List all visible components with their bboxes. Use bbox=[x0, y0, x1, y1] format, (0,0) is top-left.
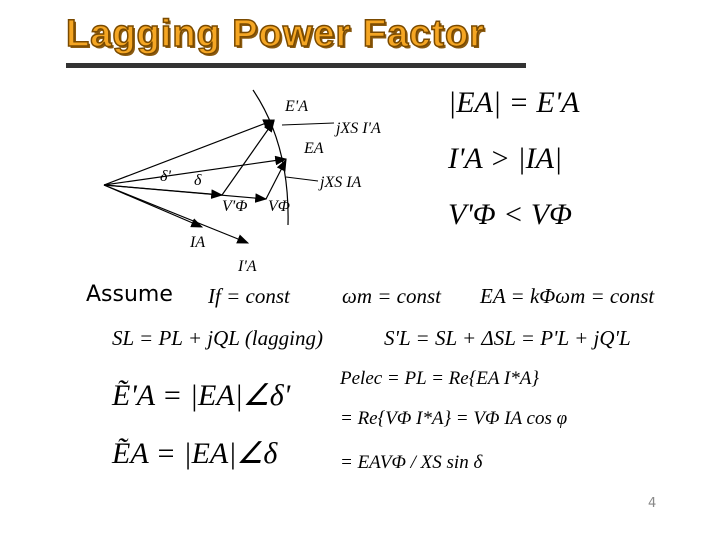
label-delta: δ bbox=[194, 172, 202, 189]
label-delta-prime: δ' bbox=[160, 168, 171, 185]
label-ia: IA bbox=[190, 234, 206, 251]
jxs-ia-prime-vector bbox=[221, 120, 275, 196]
eq-pelec-sin: = EAVΦ / XS sin δ bbox=[340, 452, 483, 473]
eq-pelec: Pelec = PL = Re{EA I*A} bbox=[340, 368, 539, 389]
eq-if-const: If = const bbox=[208, 284, 290, 308]
eq-ea-const: EA = kΦωm = const bbox=[480, 284, 655, 308]
ea-locus-arc bbox=[252, 89, 289, 226]
eq-ia-compare: I'A > |IA| bbox=[448, 142, 563, 175]
eq-sl-prime: S'L = SL + ΔSL = P'L + jQ'L bbox=[384, 326, 631, 350]
eq-ea-magnitude: |EA| = E'A bbox=[448, 86, 580, 119]
label-jxs-ia: jXS IA bbox=[320, 174, 362, 191]
label-jxs-ia-prime: jXS I'A bbox=[336, 120, 381, 137]
label-ia-prime: I'A bbox=[238, 258, 257, 275]
eq-sl-lagging: SL = PL + jQL (lagging) bbox=[112, 326, 323, 350]
ea-prime-phasor bbox=[103, 119, 276, 186]
eq-pelec-expanded: = Re{VΦ I*A} = VΦ IA cos φ bbox=[340, 408, 568, 429]
assume-label: Assume bbox=[86, 282, 173, 307]
label-vphi-prime: V'Φ bbox=[222, 198, 248, 215]
ia-prime-phasor bbox=[103, 184, 250, 244]
ea-phasor bbox=[103, 155, 288, 186]
vphi-phasor bbox=[103, 184, 268, 203]
jxs-ia-prime-leader bbox=[281, 122, 335, 126]
eq-ea-prime-phasor: Ẽ'A = |EA|∠δ' bbox=[112, 379, 291, 412]
slide-title: Lagging Power Factor bbox=[65, 12, 486, 56]
label-ea-prime: E'A bbox=[285, 98, 308, 115]
eq-vphi-compare: V'Φ < VΦ bbox=[448, 198, 572, 231]
eq-wm-const: ωm = const bbox=[342, 284, 441, 308]
eq-ea-phasor: ẼA = |EA|∠δ bbox=[112, 437, 278, 470]
phasor-diagram bbox=[103, 89, 335, 244]
page-number: 4 bbox=[648, 496, 657, 511]
label-vphi: VΦ bbox=[268, 198, 290, 215]
title-underline bbox=[66, 63, 526, 68]
label-ea: EA bbox=[304, 140, 324, 157]
jxs-ia-vector bbox=[265, 158, 287, 200]
jxs-ia-leader bbox=[285, 176, 319, 182]
